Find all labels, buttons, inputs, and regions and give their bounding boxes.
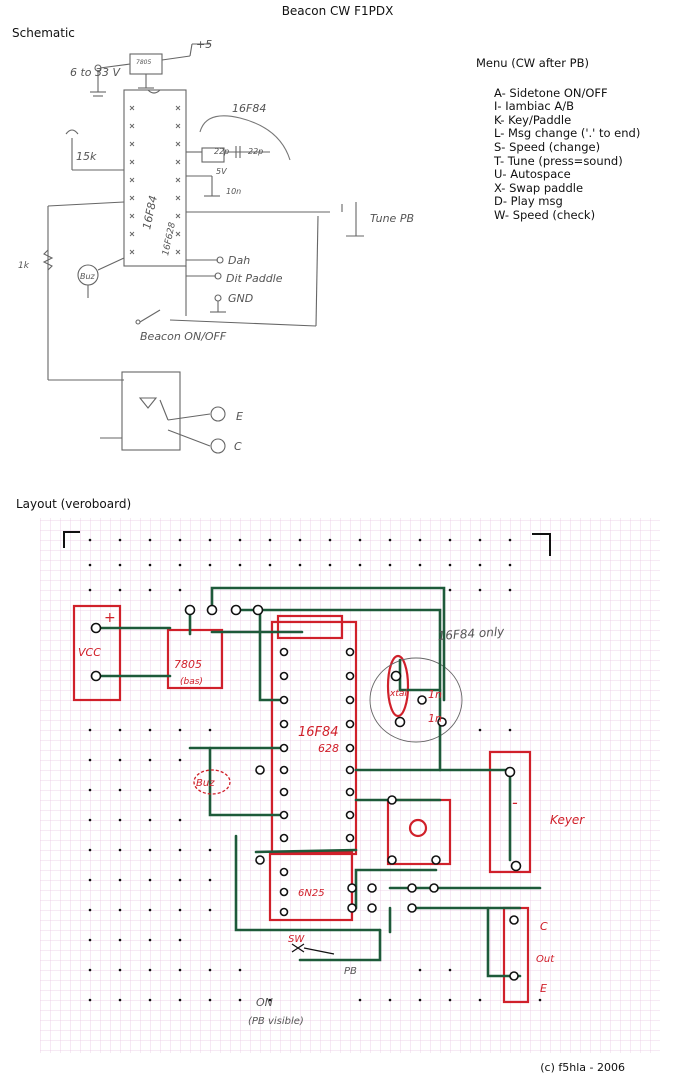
optocoupler-symbol bbox=[121, 371, 181, 451]
label-layout-vcc: VCC bbox=[78, 646, 101, 659]
label-layout-on: ON bbox=[256, 996, 273, 1009]
label-layout-reg: 7805 bbox=[174, 658, 202, 671]
label-tune: Tune PB bbox=[370, 212, 414, 225]
label-layout-e: E bbox=[540, 982, 547, 995]
keyer-connector bbox=[488, 750, 532, 874]
chip-symbol bbox=[123, 89, 187, 267]
label-resistor: 15k bbox=[76, 150, 97, 163]
label-layout-c2: 1n bbox=[428, 712, 442, 725]
menu-item: T- Tune (press=sound) bbox=[494, 153, 623, 168]
xtal-outline bbox=[386, 654, 410, 718]
label-layout-reg-sub: (bas) bbox=[180, 677, 203, 687]
label-vcc: +5 bbox=[196, 38, 212, 51]
label-layout-c: C bbox=[540, 920, 548, 933]
copyright: (c) f5hla - 2006 bbox=[540, 1061, 625, 1074]
label-r1k: 1k bbox=[18, 261, 30, 271]
label-layout-out: Out bbox=[536, 954, 555, 965]
label-e: E bbox=[236, 410, 243, 423]
vcc-connector bbox=[72, 604, 122, 702]
regulator-outline bbox=[166, 628, 224, 690]
label-reg: 7805 bbox=[136, 59, 151, 66]
label-buzzer: Buz bbox=[80, 272, 96, 281]
label-layout-opto: 6N25 bbox=[298, 888, 325, 899]
label-layout-plus: + bbox=[104, 610, 116, 626]
label-layout-dash: - bbox=[512, 793, 518, 812]
menu-title: Menu (CW after PB) bbox=[476, 56, 589, 70]
menu-item: I- Iambiac A/B bbox=[494, 99, 574, 114]
menu-item: X- Swap paddle bbox=[494, 180, 584, 195]
label-vin: 6 to 33 V bbox=[70, 66, 122, 79]
label-cap1: 22p bbox=[214, 147, 229, 156]
page-title: Beacon CW F1PDX bbox=[281, 4, 394, 18]
label-c: C bbox=[234, 440, 242, 453]
label-supply: 5V bbox=[216, 167, 227, 176]
label-layout-pb-visible: (PB visible) bbox=[248, 1016, 304, 1027]
label-layout-pb: PB bbox=[344, 966, 357, 977]
label-layout-only: 16F84 only bbox=[437, 624, 505, 643]
menu-list: A- Sidetone ON/OFF I- Iambiac A/B K- Key… bbox=[476, 85, 641, 223]
menu-item: U- Autospace bbox=[494, 167, 571, 182]
label-layout-c1: 1n bbox=[428, 688, 442, 701]
label-cap2: 22p bbox=[248, 147, 263, 156]
label-cap3: 10n bbox=[226, 187, 241, 196]
menu-item: D- Play msg bbox=[494, 194, 563, 209]
menu-item: L- Msg change ('.' to end) bbox=[494, 126, 641, 141]
label-beacon: Beacon ON/OFF bbox=[140, 330, 227, 343]
label-layout-sw: SW bbox=[288, 934, 305, 945]
label-dash: Dah bbox=[228, 254, 250, 267]
chip-outline bbox=[270, 620, 358, 856]
menu-panel: Menu (CW after PB) A- Sidetone ON/OFF I-… bbox=[476, 56, 641, 223]
schematic-heading: Schematic bbox=[12, 26, 75, 40]
menu-item: S- Speed (change) bbox=[494, 139, 601, 154]
label-chip-note: 16F84 bbox=[232, 102, 266, 115]
label-layout-chip: 16F84 bbox=[298, 725, 339, 740]
label-layout-chip2: 628 bbox=[318, 742, 339, 755]
label-gnd: GND bbox=[228, 292, 253, 305]
label-layout-buz: Buz bbox=[196, 778, 215, 789]
label-dit: Dit Paddle bbox=[226, 272, 283, 285]
label-layout-keyer: Keyer bbox=[550, 813, 585, 827]
veroboard-holes bbox=[88, 538, 542, 1002]
menu-item: W- Speed (check) bbox=[494, 207, 596, 222]
menu-item: K- Key/Paddle bbox=[494, 112, 572, 127]
layout-heading: Layout (veroboard) bbox=[16, 497, 132, 511]
menu-item: A- Sidetone ON/OFF bbox=[494, 85, 608, 100]
graph-paper bbox=[40, 518, 660, 1053]
label-layout-xtal: xtal bbox=[389, 689, 407, 699]
